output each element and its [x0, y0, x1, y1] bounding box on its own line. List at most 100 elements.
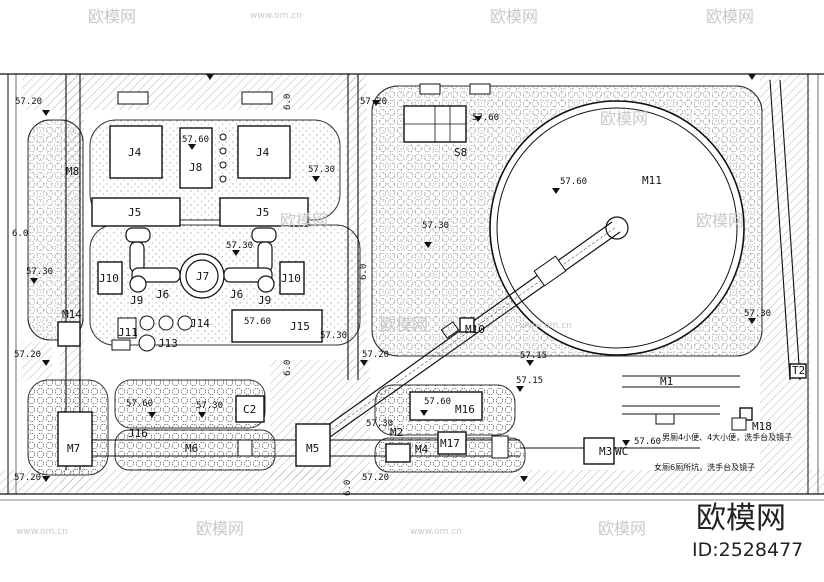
label-m8: M8 [66, 165, 79, 178]
watermark-brand-logo: 欧模网 [696, 501, 786, 536]
note-female-restroom: 女厕6厕所坑，洗手台及镜子 [654, 462, 755, 472]
building-m14 [57, 321, 81, 347]
elev-label: 57.60 [634, 437, 661, 447]
watermark-id: ID:2528477 [692, 539, 803, 561]
label-j6-left: J6 [156, 288, 169, 301]
elev-label: 57.30 [366, 419, 393, 429]
building-m5 [295, 423, 331, 467]
watermark-brand: 欧模网 [598, 519, 646, 538]
building-j4-left [109, 125, 163, 179]
label-m10: M10 [465, 323, 485, 336]
watermark-site: www.om.cn [410, 527, 462, 537]
note-male-restroom: 男厕4小便、4大小便，洗手台及镜子 [662, 432, 792, 442]
building-m16 [409, 391, 483, 421]
watermark-brand: 欧模网 [280, 211, 328, 230]
label-j10-left: J10 [99, 272, 119, 285]
label-j5-right: J5 [256, 206, 269, 219]
small-tanks [111, 133, 227, 352]
watermark-brand: 欧模网 [380, 315, 428, 334]
elev-label: 57.60 [244, 317, 271, 327]
elev-label: 57.20 [14, 350, 41, 360]
restroom-notes: 男厕4小便、4大小便，洗手台及镜子 女厕6厕所坑，洗手台及镜子 [654, 432, 792, 472]
building-j5-right [219, 197, 309, 227]
site-boundary [0, 73, 824, 501]
elev-label: 57.30 [422, 221, 449, 231]
label-m3: M3 [599, 445, 612, 458]
building-j8 [179, 127, 213, 189]
label-m2: M2 [390, 426, 403, 439]
label-m5: M5 [306, 442, 319, 455]
label-s8: S8 [454, 146, 467, 159]
elev-label: 57.15 [520, 351, 547, 361]
dim-label: 6.0 [283, 94, 293, 110]
label-j4-right: J4 [256, 146, 270, 159]
building-m3 [583, 437, 615, 465]
elev-label: 57.60 [472, 113, 499, 123]
building-j4-right [237, 125, 291, 179]
dim-label: 6.0 [283, 360, 293, 376]
label-j15: J15 [290, 320, 310, 333]
building-j15 [231, 309, 323, 343]
label-j10-right: J10 [281, 272, 301, 285]
watermark-site: www.om.cn [250, 11, 302, 21]
building-m2 [385, 443, 411, 463]
top-road-features [117, 83, 491, 105]
building-m7 [57, 411, 93, 467]
elev-label: 57.60 [182, 135, 209, 145]
label-m14: M14 [62, 308, 82, 321]
process-units [125, 227, 277, 299]
elev-label: 57.20 [362, 350, 389, 360]
dim-label: 6.0 [359, 264, 369, 280]
label-c2: C2 [243, 403, 256, 416]
building-c2 [235, 395, 265, 423]
elev-label: 57.15 [516, 376, 543, 386]
s8-cells [404, 106, 466, 142]
dim-label: 6.0 [12, 229, 28, 239]
elev-label: 57.30 [26, 267, 53, 277]
label-j14: J14 [190, 317, 210, 330]
watermarks: 欧模网 欧模网 欧模网 www.om.cn 欧模网 欧模网 欧模网 欧模网 ww… [16, 7, 754, 538]
watermark-brand: 欧模网 [88, 7, 136, 26]
watermark-brand: 欧模网 [196, 519, 244, 538]
watermark-brand: 欧模网 [490, 7, 538, 26]
building-j10-left [97, 261, 123, 295]
dim-label: 6.0 [343, 480, 353, 496]
elev-label: 57.60 [424, 397, 451, 407]
label-j16: J16 [128, 427, 148, 440]
label-j9-left: J9 [130, 294, 143, 307]
elev-label: 57.30 [320, 331, 347, 341]
label-m6: M6 [185, 442, 198, 455]
label-wc: WC [615, 445, 628, 458]
label-m16: M16 [455, 403, 475, 416]
elev-label: 57.20 [14, 473, 41, 483]
elev-label: 57.30 [226, 241, 253, 251]
watermark-brand: 欧模网 [696, 211, 744, 230]
watermark-site: www.om.cn [16, 527, 68, 537]
elev-label: 57.30 [196, 401, 223, 411]
elevation-labels: 57.20 57.20 57.60 57.30 57.30 57.30 57.6… [14, 97, 771, 483]
label-m1: M1 [660, 375, 673, 388]
watermark-site: www.om.cn [520, 321, 572, 331]
pond-m11 [489, 100, 745, 356]
elev-label: 57.60 [126, 399, 153, 409]
building-m10 [459, 317, 475, 333]
label-j5-left: J5 [128, 206, 141, 219]
label-j6-right: J6 [230, 288, 243, 301]
building-j5-left [91, 197, 181, 227]
label-j8: J8 [189, 161, 202, 174]
watermark-brand: 欧模网 [600, 109, 648, 128]
dimension-labels: 6.0 6.0 6.0 6.0 6.0 [12, 94, 369, 496]
label-m4: M4 [415, 443, 429, 456]
label-m11: M11 [642, 174, 662, 187]
elev-label: 57.20 [360, 97, 387, 107]
diagonal-trestle [309, 221, 621, 445]
label-m7: M7 [67, 442, 80, 455]
corridor-fittings [237, 413, 747, 459]
elev-label: 57.20 [15, 97, 42, 107]
elev-label: 57.20 [362, 473, 389, 483]
label-m17: M17 [440, 437, 460, 450]
label-j11: J11 [118, 326, 138, 339]
building-m17 [437, 431, 467, 455]
elevation-markers [30, 74, 756, 482]
